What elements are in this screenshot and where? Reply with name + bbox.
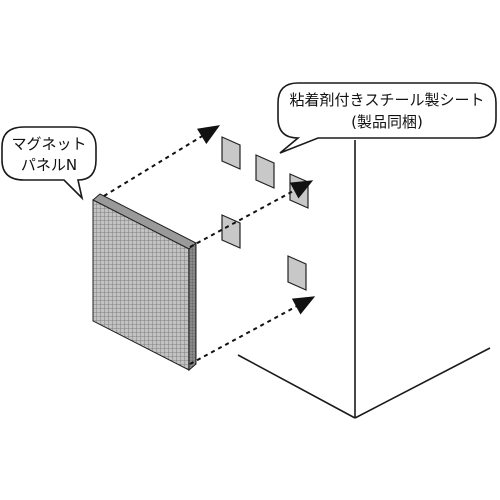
- steel-sheet-square: [221, 214, 241, 249]
- magnet-panel: [92, 193, 197, 372]
- movement-arrows: [103, 125, 316, 365]
- callout-magnet-panel: マグネット パネルN: [1, 126, 97, 201]
- magnet-panel-side-edge: [188, 241, 197, 372]
- callout-bubble-magnet-panel: [1, 126, 97, 201]
- wall-floor-right-edge: [354, 347, 491, 419]
- callout-panel-line1: マグネット: [11, 135, 86, 153]
- arrow-bottom-right: [189, 296, 316, 365]
- steel-sheets: [221, 136, 309, 291]
- steel-sheet-square: [287, 255, 307, 291]
- arrow-top-left: [103, 125, 221, 197]
- steel-sheet-square: [221, 136, 241, 170]
- callout-panel-line2: パネルN: [21, 156, 77, 174]
- callout-sheet-line2: (製品同梱): [351, 113, 423, 131]
- steel-sheet-square: [255, 154, 275, 189]
- wall-floor-left-edge: [237, 354, 356, 419]
- wall-outline: [237, 140, 491, 419]
- callout-sheet-line1: 粘着剤付きスチール製シート: [289, 91, 484, 109]
- callout-steel-sheet: 粘着剤付きスチール製シート (製品同梱): [277, 82, 497, 154]
- arrow-top-right: [189, 180, 314, 248]
- steel-sheet-square: [289, 173, 309, 209]
- magnet-panel-face: [92, 199, 190, 371]
- callout-bubble-steel-sheet: [277, 82, 497, 154]
